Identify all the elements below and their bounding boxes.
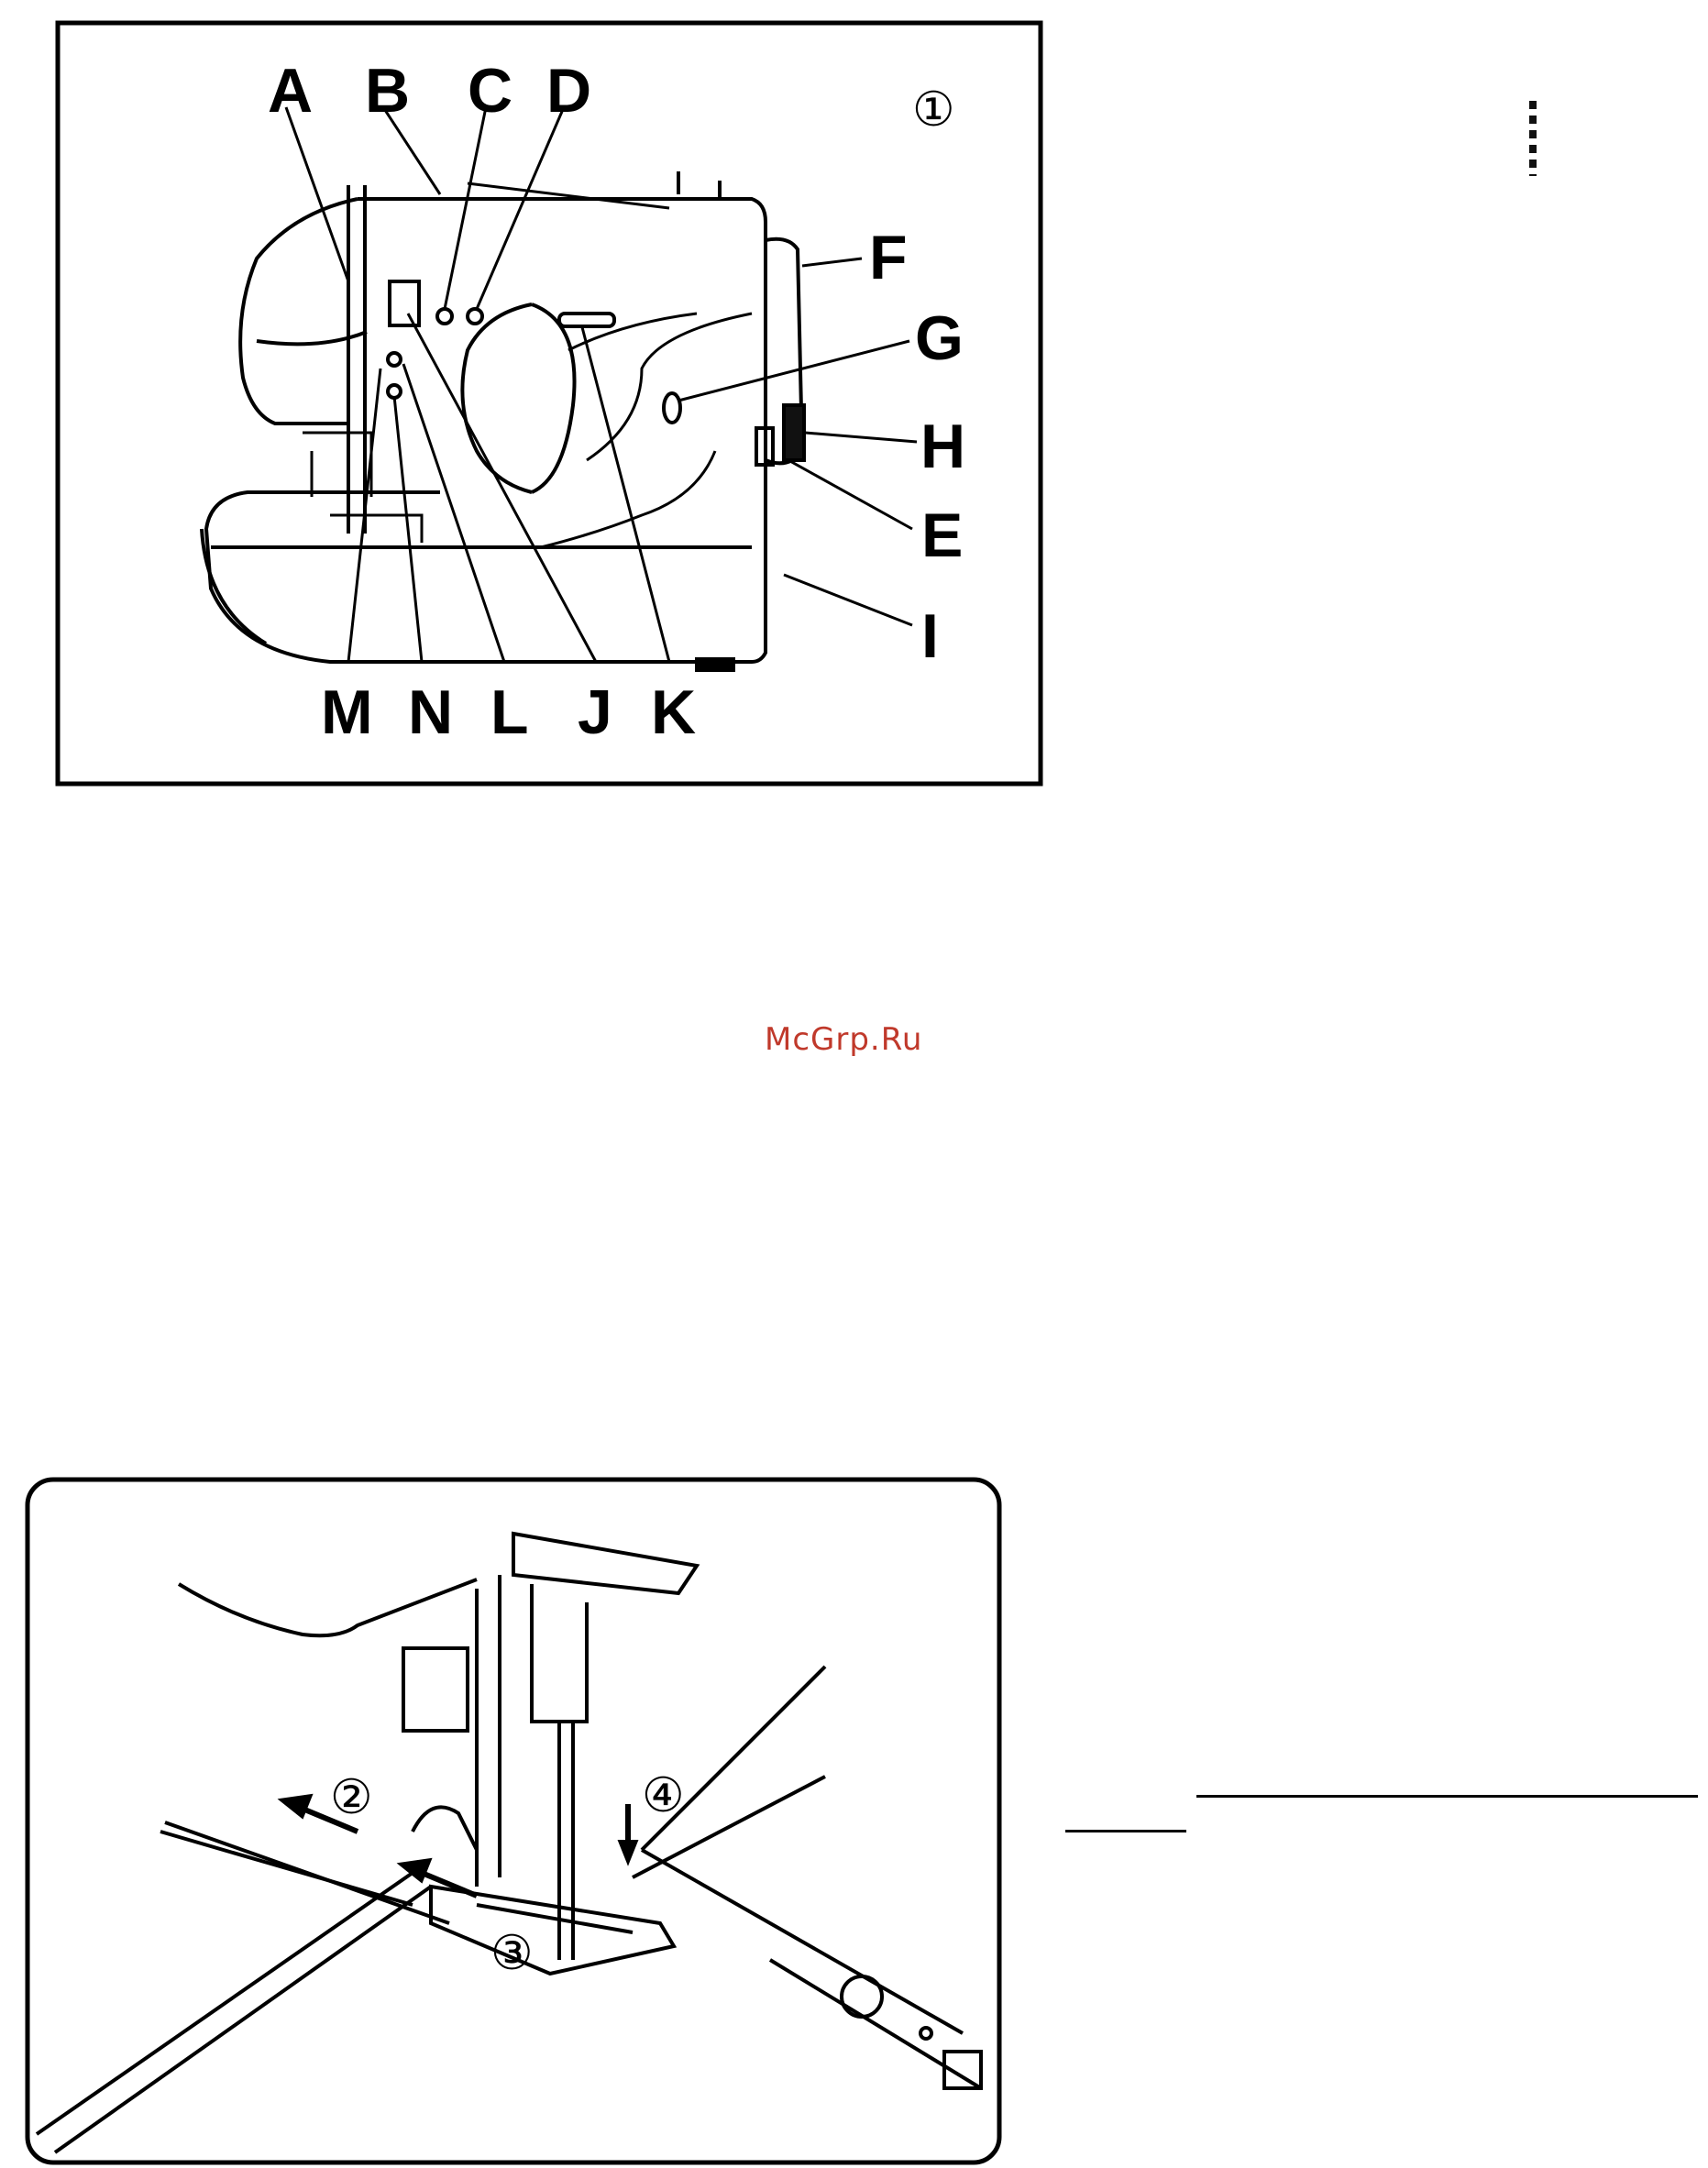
step-3: ③	[490, 1926, 534, 1981]
horizontal-rule-short	[1065, 1830, 1186, 1832]
label-b: B	[365, 56, 410, 126]
figure-number: ①	[912, 83, 955, 138]
label-a: A	[268, 56, 313, 126]
figure-frame	[58, 23, 1041, 784]
label-m: M	[321, 677, 373, 747]
label-d: D	[546, 56, 591, 126]
label-c: C	[468, 56, 512, 126]
horizontal-rule	[1196, 1795, 1698, 1798]
label-j: J	[578, 677, 612, 747]
figure-frame	[28, 1480, 999, 2162]
step-4: ④	[642, 1768, 685, 1823]
figure-presser-foot: ② ③ ④	[0, 1447, 1025, 2168]
label-e: E	[921, 501, 963, 570]
step-2: ②	[330, 1770, 373, 1825]
label-n: N	[408, 677, 453, 747]
dashed-mark	[1529, 101, 1537, 176]
label-f: F	[869, 223, 908, 292]
label-h: H	[920, 412, 965, 481]
label-i: I	[921, 601, 939, 671]
label-l: L	[490, 677, 529, 747]
figure-sewing-machine: A B C D F G H E I M N L J K ①	[55, 20, 1043, 787]
label-k: K	[651, 677, 696, 747]
watermark: McGrp.Ru	[765, 1021, 922, 1058]
label-g: G	[915, 303, 964, 373]
